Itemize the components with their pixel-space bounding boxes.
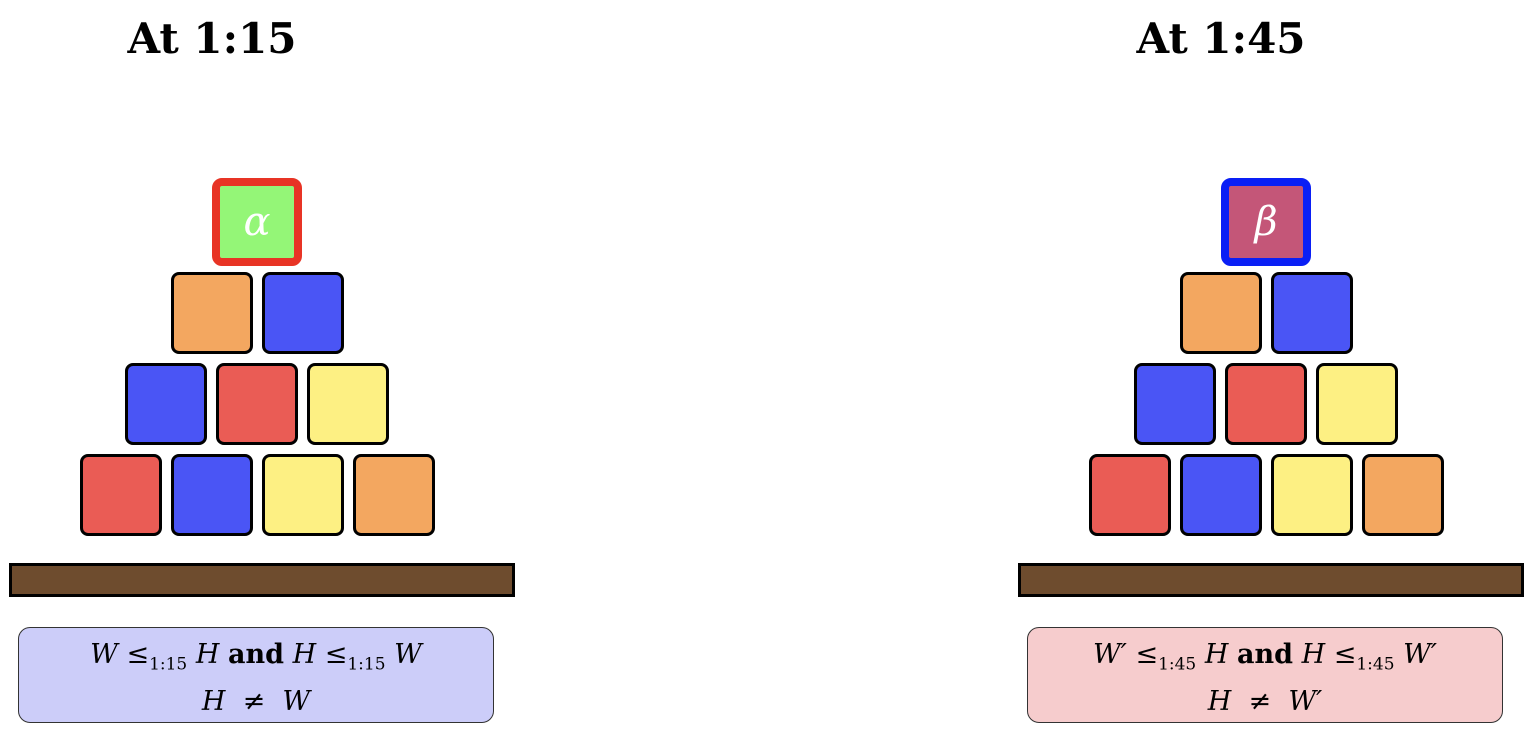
var: W: [282, 686, 311, 718]
block: [1361, 454, 1444, 536]
relation: ≤: [1135, 639, 1159, 670]
block: [1316, 363, 1398, 445]
block: [1088, 454, 1171, 536]
block: [307, 363, 389, 445]
block: [1179, 272, 1262, 354]
block: [1270, 454, 1353, 536]
caption-line-2: H ≠ W′: [1028, 683, 1502, 721]
var: H: [292, 639, 317, 670]
panel-title: At 1:15: [127, 14, 297, 63]
var: H: [1301, 639, 1326, 670]
var: W′: [1092, 639, 1127, 670]
panel-right: At 1:45 β W′ ≤1:45 H and H ≤1:45 W′ H ≠ …: [1009, 0, 1529, 740]
and-word: and: [227, 639, 284, 670]
var: W: [90, 639, 118, 670]
top-block: α: [212, 178, 302, 266]
block: [352, 454, 435, 536]
and-word: and: [1236, 639, 1293, 670]
var: W′: [1288, 686, 1323, 718]
subscript: 1:15: [149, 654, 188, 675]
panel-title: At 1:45: [1136, 14, 1306, 63]
var: W: [394, 639, 422, 670]
subscript: 1:45: [1158, 654, 1197, 675]
caption-box: W ≤1:15 H and H ≤1:15 W H ≠ W: [18, 627, 494, 723]
block: [125, 363, 207, 445]
caption-line-1: W ≤1:15 H and H ≤1:15 W: [19, 636, 493, 683]
not-equal: ≠: [1248, 686, 1272, 718]
top-block-symbol: β: [1254, 199, 1278, 245]
caption-line-1: W′ ≤1:45 H and H ≤1:45 W′: [1028, 636, 1502, 683]
panel-left: At 1:15 α W ≤1:15 H and H ≤1:15 W H ≠ W: [0, 0, 520, 740]
block: [170, 272, 253, 354]
base-plank: [9, 563, 515, 597]
subscript: 1:45: [1356, 654, 1395, 675]
caption-line-2: H ≠ W: [19, 683, 493, 721]
var: H: [195, 639, 220, 670]
var: H: [201, 686, 226, 718]
block: [1134, 363, 1216, 445]
relation: ≤: [324, 639, 348, 670]
relation: ≤: [126, 639, 150, 670]
block: [261, 454, 344, 536]
top-block-symbol: α: [243, 199, 271, 245]
block: [170, 454, 253, 536]
block: [1225, 363, 1307, 445]
block: [1179, 454, 1262, 536]
block: [216, 363, 298, 445]
var: H: [1204, 639, 1229, 670]
block: [1270, 272, 1353, 354]
block: [261, 272, 344, 354]
not-equal: ≠: [242, 686, 266, 718]
subscript: 1:15: [347, 654, 386, 675]
var: W′: [1403, 639, 1438, 670]
top-block: β: [1221, 178, 1311, 266]
relation: ≤: [1333, 639, 1357, 670]
base-plank: [1018, 563, 1524, 597]
caption-box: W′ ≤1:45 H and H ≤1:45 W′ H ≠ W′: [1027, 627, 1503, 723]
block: [79, 454, 162, 536]
var: H: [1207, 686, 1232, 718]
